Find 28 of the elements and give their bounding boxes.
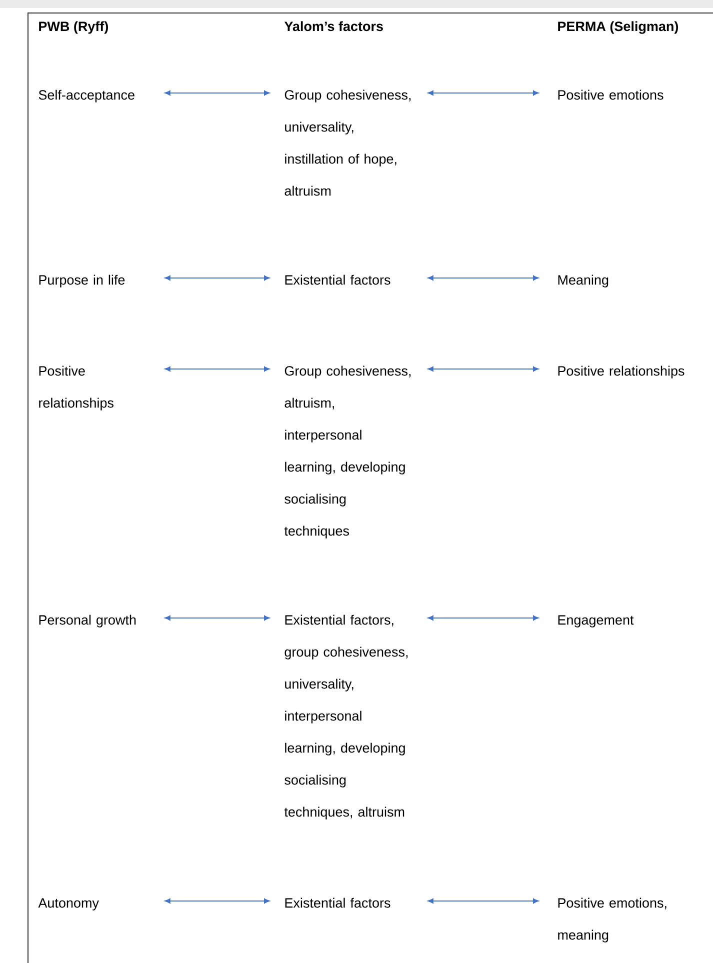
column-heading: Yalom’s factors bbox=[284, 21, 383, 32]
factor-text: Engagement bbox=[558, 615, 634, 628]
double-arrow bbox=[428, 898, 539, 904]
double-arrow bbox=[164, 90, 270, 96]
double-arrow bbox=[428, 275, 539, 281]
double-arrow bbox=[428, 90, 539, 96]
factor-text: Positive relationships bbox=[39, 366, 114, 410]
factor-text: Existential factors, group cohesiveness, universality, interpersonal learning, developing socialising techniques, altruism bbox=[284, 614, 408, 820]
double-arrow bbox=[164, 275, 270, 281]
double-arrow bbox=[164, 366, 270, 372]
factor-text: Positive relationships bbox=[558, 366, 684, 378]
double-arrow bbox=[164, 615, 270, 621]
factor-text: Positive emotions, meaning bbox=[558, 898, 666, 942]
factor-text: Group cohesiveness, altruism, interpersonal learning, developing socialising techniques bbox=[284, 366, 411, 538]
factor-text: Existential factors bbox=[285, 898, 390, 908]
double-arrow bbox=[164, 898, 270, 904]
factor-text: Autonomy bbox=[38, 898, 99, 910]
factor-text: Purpose in life bbox=[39, 274, 125, 288]
column-heading: PWB (Ryff) bbox=[39, 21, 108, 34]
factor-text: Meaning bbox=[558, 274, 608, 288]
double-arrow bbox=[428, 615, 539, 621]
factor-text: Self-acceptance bbox=[38, 90, 134, 102]
factor-text: Existential factors bbox=[285, 274, 390, 285]
factor-text: Group cohesiveness, universality, instillation of hope, altruism bbox=[284, 90, 411, 196]
factor-text: Positive emotions bbox=[558, 90, 664, 100]
column-heading: PERMA (Seligman) bbox=[558, 21, 678, 34]
double-arrow bbox=[428, 366, 539, 372]
factor-text: Personal growth bbox=[39, 614, 136, 628]
